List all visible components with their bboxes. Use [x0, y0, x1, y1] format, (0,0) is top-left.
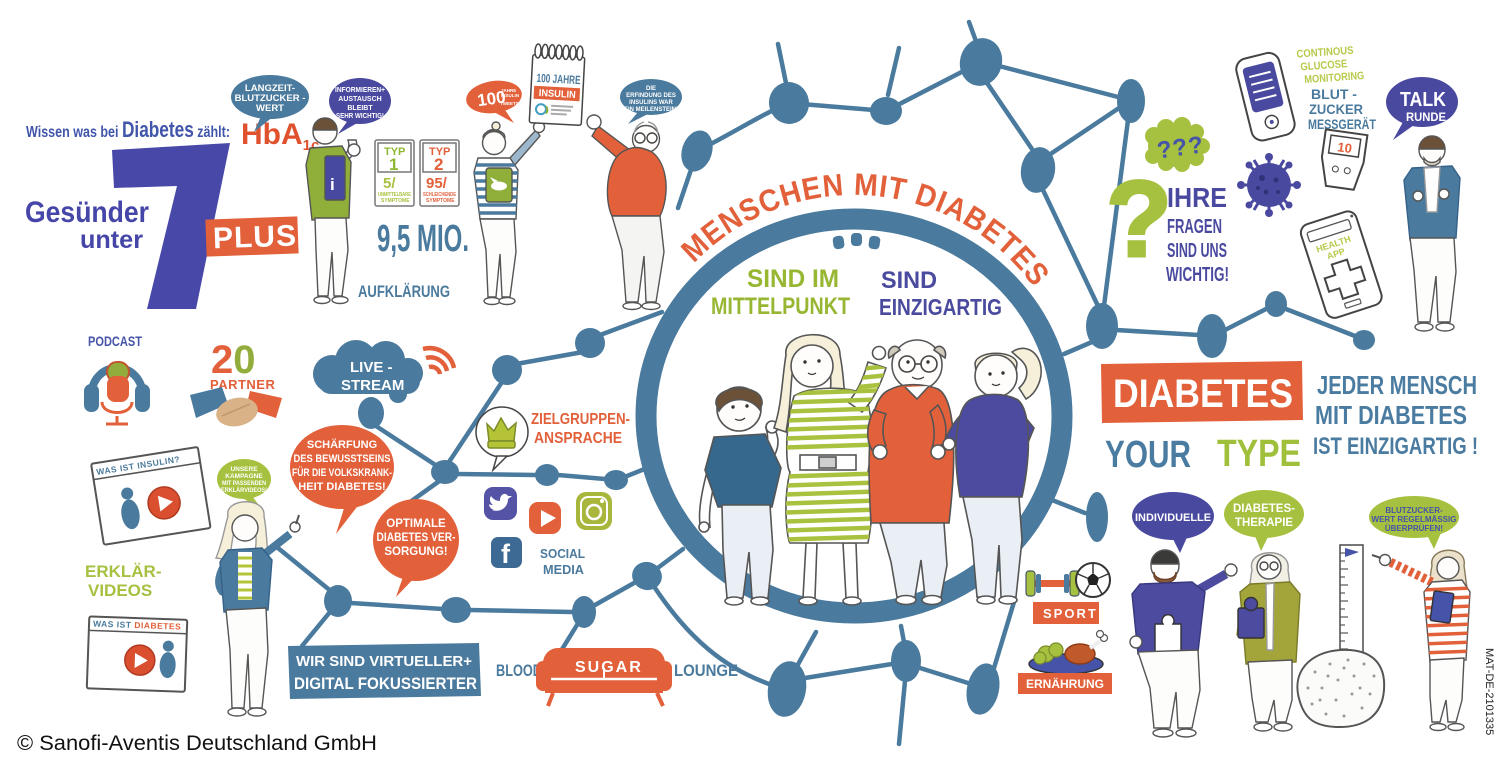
svg-text:DIABETES: DIABETES — [1113, 372, 1293, 416]
svg-text:WERT REGELMÄSSIG: WERT REGELMÄSSIG — [1372, 515, 1457, 524]
svg-text:INSULIN: INSULIN — [501, 93, 519, 98]
svg-text:MEDIA: MEDIA — [543, 562, 585, 577]
svg-text:WERT: WERT — [256, 103, 284, 114]
svg-text:HEIT DIABETES!: HEIT DIABETES! — [298, 481, 385, 493]
svg-text:TYPE: TYPE — [1217, 433, 1301, 475]
svg-text:INFORMIEREN+: INFORMIEREN+ — [335, 87, 385, 94]
svg-text:BLUTZUCKER-: BLUTZUCKER- — [1385, 506, 1443, 515]
svg-text:DIABETES-: DIABETES- — [1233, 503, 1295, 515]
svg-text:VIDEOS: VIDEOS — [88, 581, 152, 600]
svg-text:100: 100 — [476, 87, 507, 110]
svg-text:TYP: TYP — [429, 146, 450, 158]
svg-text:MITTELPUNKT: MITTELPUNKT — [711, 293, 850, 320]
svg-text:INSULIN: INSULIN — [539, 88, 577, 101]
svg-text:STREAM: STREAM — [341, 377, 404, 394]
svg-text:UNMITTELBARE: UNMITTELBARE — [378, 192, 412, 198]
svg-text:IST EINZIGARTIG !: IST EINZIGARTIG ! — [1313, 433, 1478, 460]
svg-text:SYMPTOME: SYMPTOME — [426, 198, 455, 204]
svg-text:LANGZEIT-: LANGZEIT- — [245, 83, 295, 94]
svg-text:WIR SIND VIRTUELLER+: WIR SIND VIRTUELLER+ — [296, 654, 472, 670]
svg-text:THERAPIE: THERAPIE — [1235, 517, 1293, 529]
svg-text:unter: unter — [80, 226, 143, 254]
svg-text:5/: 5/ — [383, 175, 396, 192]
svg-text:ZUCKER: ZUCKER — [1309, 101, 1363, 117]
svg-text:OPTIMALE: OPTIMALE — [386, 518, 446, 530]
svg-text:BLEIBT: BLEIBT — [347, 105, 373, 112]
svg-text:ÜBERPRÜFEN!: ÜBERPRÜFEN! — [1385, 524, 1443, 533]
svg-text:FRAGEN: FRAGEN — [1167, 216, 1222, 238]
svg-text:WAS IST DIABETES: WAS IST DIABETES — [93, 619, 182, 632]
svg-text:BLOOD: BLOOD — [496, 661, 542, 680]
svg-text:LIVE -: LIVE - — [350, 359, 393, 376]
svg-text:EINZIGARTIG: EINZIGARTIG — [879, 294, 1002, 320]
svg-text:?: ? — [1106, 158, 1172, 279]
svg-text:i: i — [330, 175, 335, 194]
svg-text:DIE: DIE — [646, 86, 656, 92]
svg-text:SORGUNG!: SORGUNG! — [384, 546, 447, 558]
svg-text:AUFKLÄRUNG: AUFKLÄRUNG — [358, 282, 450, 301]
svg-text:ERNÄHRUNG: ERNÄHRUNG — [1026, 676, 1104, 691]
svg-text:AUSTAUSCH: AUSTAUSCH — [338, 96, 381, 103]
svg-text:UNSERE: UNSERE — [230, 466, 258, 473]
svg-text:Gesünder: Gesünder — [25, 196, 149, 229]
svg-text:20: 20 — [211, 338, 256, 382]
svg-text:2: 2 — [434, 155, 443, 174]
svg-text:DES BEWUSSTSEINS: DES BEWUSSTSEINS — [294, 453, 391, 465]
svg-text:f: f — [501, 539, 511, 569]
svg-text:© Sanofi-Aventis Deutschland G: © Sanofi-Aventis Deutschland GmbH — [17, 732, 377, 755]
svg-text:SEHR WICHTIG!: SEHR WICHTIG! — [336, 113, 384, 120]
svg-text:SUGAR: SUGAR — [575, 659, 643, 676]
svg-text:WICHTIG!: WICHTIG! — [1166, 264, 1229, 286]
svg-text:MAT-DE-2101335: MAT-DE-2101335 — [1483, 648, 1495, 735]
svg-text:DIGITAL FOKUSSIERTER: DIGITAL FOKUSSIERTER — [294, 674, 477, 693]
svg-text:9,5 MIO.: 9,5 MIO. — [377, 218, 469, 260]
svg-text:SOCIAL: SOCIAL — [540, 546, 585, 561]
svg-text:LOUNGE: LOUNGE — [674, 661, 738, 680]
svg-text:RUNDE: RUNDE — [1406, 110, 1446, 124]
svg-text:YOUR: YOUR — [1105, 434, 1191, 476]
svg-text:SPORT: SPORT — [1043, 606, 1098, 621]
svg-text:SIND UNS: SIND UNS — [1167, 240, 1227, 262]
svg-text:10: 10 — [1336, 139, 1352, 156]
svg-text:SCHÄRFUNG: SCHÄRFUNG — [307, 438, 377, 451]
svg-text:???: ??? — [1155, 131, 1205, 164]
svg-text:FÜR DIE VOLKSKRANK-: FÜR DIE VOLKSKRANK- — [292, 466, 392, 479]
svg-text:IHRE: IHRE — [1167, 182, 1227, 213]
svg-text:BLUTZUCKER -: BLUTZUCKER - — [235, 93, 306, 104]
svg-text:ERKLÄR-: ERKLÄR- — [85, 562, 162, 581]
svg-text:PODCAST: PODCAST — [88, 333, 142, 349]
svg-text:TWEETS: TWEETS — [500, 101, 519, 106]
svg-text:SIND IM: SIND IM — [747, 265, 839, 293]
svg-text:ZIELGRUPPEN-: ZIELGRUPPEN- — [531, 411, 630, 428]
svg-text:INSULINS WAR: INSULINS WAR — [629, 100, 673, 106]
svg-text:SIND: SIND — [881, 267, 937, 294]
svg-text:SCHLEICHENDE: SCHLEICHENDE — [423, 192, 457, 198]
svg-text:ERFINDUNG DES: ERFINDUNG DES — [626, 93, 676, 99]
svg-text:INDIVIDUELLE: INDIVIDUELLE — [1135, 512, 1211, 524]
svg-text:MONITORING: MONITORING — [1304, 70, 1365, 86]
svg-text:Wissen was bei Diabetes zählt:: Wissen was bei Diabetes zählt: — [26, 117, 230, 142]
svg-text:KAMPAGNE: KAMPAGNE — [225, 473, 263, 480]
svg-text:EIN MEILENSTEIN!: EIN MEILENSTEIN! — [624, 107, 678, 113]
svg-text:PLUS: PLUS — [212, 219, 297, 255]
svg-text:TALK: TALK — [1400, 89, 1446, 111]
svg-text:1: 1 — [389, 155, 398, 174]
svg-text:SYMPTOME: SYMPTOME — [381, 198, 410, 204]
svg-text:MIT PASSENDEN: MIT PASSENDEN — [222, 480, 266, 487]
svg-text:TYP: TYP — [384, 146, 405, 158]
svg-text:GLUCOSE: GLUCOSE — [1300, 58, 1348, 73]
svg-text:BLUT -: BLUT - — [1311, 86, 1357, 102]
svg-text:100 JAHRE: 100 JAHRE — [536, 71, 581, 87]
svg-text:JAHRE: JAHRE — [501, 88, 516, 93]
svg-text:CONTINOUS: CONTINOUS — [1296, 45, 1354, 61]
svg-text:PARTNER: PARTNER — [210, 377, 275, 392]
svg-text:DIABETES VER-: DIABETES VER- — [377, 532, 456, 544]
svg-text:ANSPRACHE: ANSPRACHE — [534, 430, 622, 447]
svg-text:95/: 95/ — [426, 175, 448, 192]
svg-text:JEDER MENSCH: JEDER MENSCH — [1317, 370, 1477, 400]
svg-text:MESSGERÄT: MESSGERÄT — [1308, 116, 1376, 132]
svg-text:ERKLÄRVIDEOS!: ERKLÄRVIDEOS! — [221, 486, 267, 494]
svg-text:MIT DIABETES: MIT DIABETES — [1315, 400, 1467, 430]
svg-text:HbA1c: HbA1c — [241, 118, 319, 154]
